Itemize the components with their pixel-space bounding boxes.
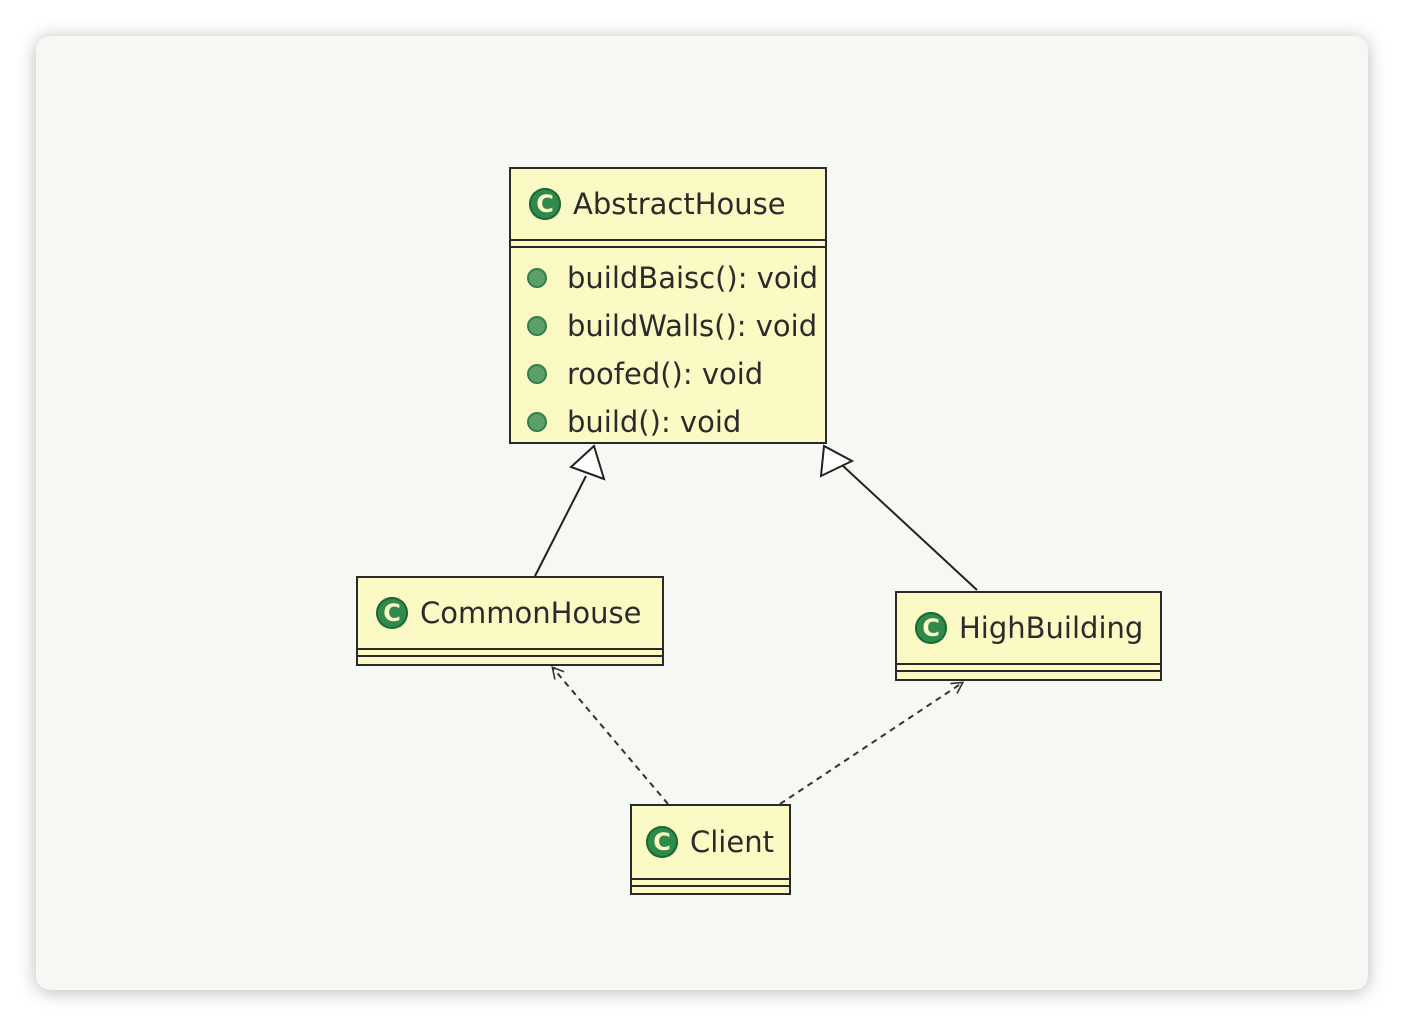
- method-signature: roofed(): void: [567, 357, 764, 391]
- class-header: C HighBuilding: [897, 593, 1160, 663]
- method-item: build(): void: [527, 398, 825, 446]
- public-method-icon: [527, 412, 547, 432]
- class-client[interactable]: C Client: [630, 804, 791, 895]
- method-signature: buildBaisc(): void: [567, 261, 819, 295]
- public-method-icon: [527, 268, 547, 288]
- method-item: roofed(): void: [527, 350, 825, 398]
- method-signature: buildWalls(): void: [567, 309, 818, 343]
- class-icon: C: [915, 612, 947, 644]
- class-highbuilding[interactable]: C HighBuilding: [895, 591, 1162, 681]
- compartment-divider: [632, 878, 789, 880]
- compartment-divider: [358, 655, 662, 657]
- public-method-icon: [527, 364, 547, 384]
- compartment-divider: [511, 246, 825, 248]
- class-header: C CommonHouse: [358, 578, 662, 648]
- method-item: buildBaisc(): void: [527, 254, 825, 302]
- class-icon: C: [376, 597, 408, 629]
- compartment-divider: [511, 239, 825, 241]
- class-abstracthouse[interactable]: C AbstractHouse buildBaisc(): void build…: [509, 167, 827, 444]
- compartment-divider: [897, 663, 1160, 665]
- method-list: buildBaisc(): void buildWalls(): void ro…: [511, 248, 825, 446]
- class-commonhouse[interactable]: C CommonHouse: [356, 576, 664, 666]
- class-name: CommonHouse: [420, 596, 642, 630]
- public-method-icon: [527, 316, 547, 336]
- class-icon: C: [646, 826, 678, 858]
- compartment-divider: [358, 648, 662, 650]
- class-name: Client: [690, 825, 774, 859]
- class-header: C Client: [632, 806, 789, 878]
- class-header: C AbstractHouse: [511, 169, 825, 239]
- compartment-divider: [897, 670, 1160, 672]
- class-icon: C: [529, 188, 561, 220]
- class-name: HighBuilding: [959, 611, 1144, 645]
- class-name: AbstractHouse: [573, 187, 786, 221]
- method-item: buildWalls(): void: [527, 302, 825, 350]
- compartment-divider: [632, 885, 789, 887]
- method-signature: build(): void: [567, 405, 742, 439]
